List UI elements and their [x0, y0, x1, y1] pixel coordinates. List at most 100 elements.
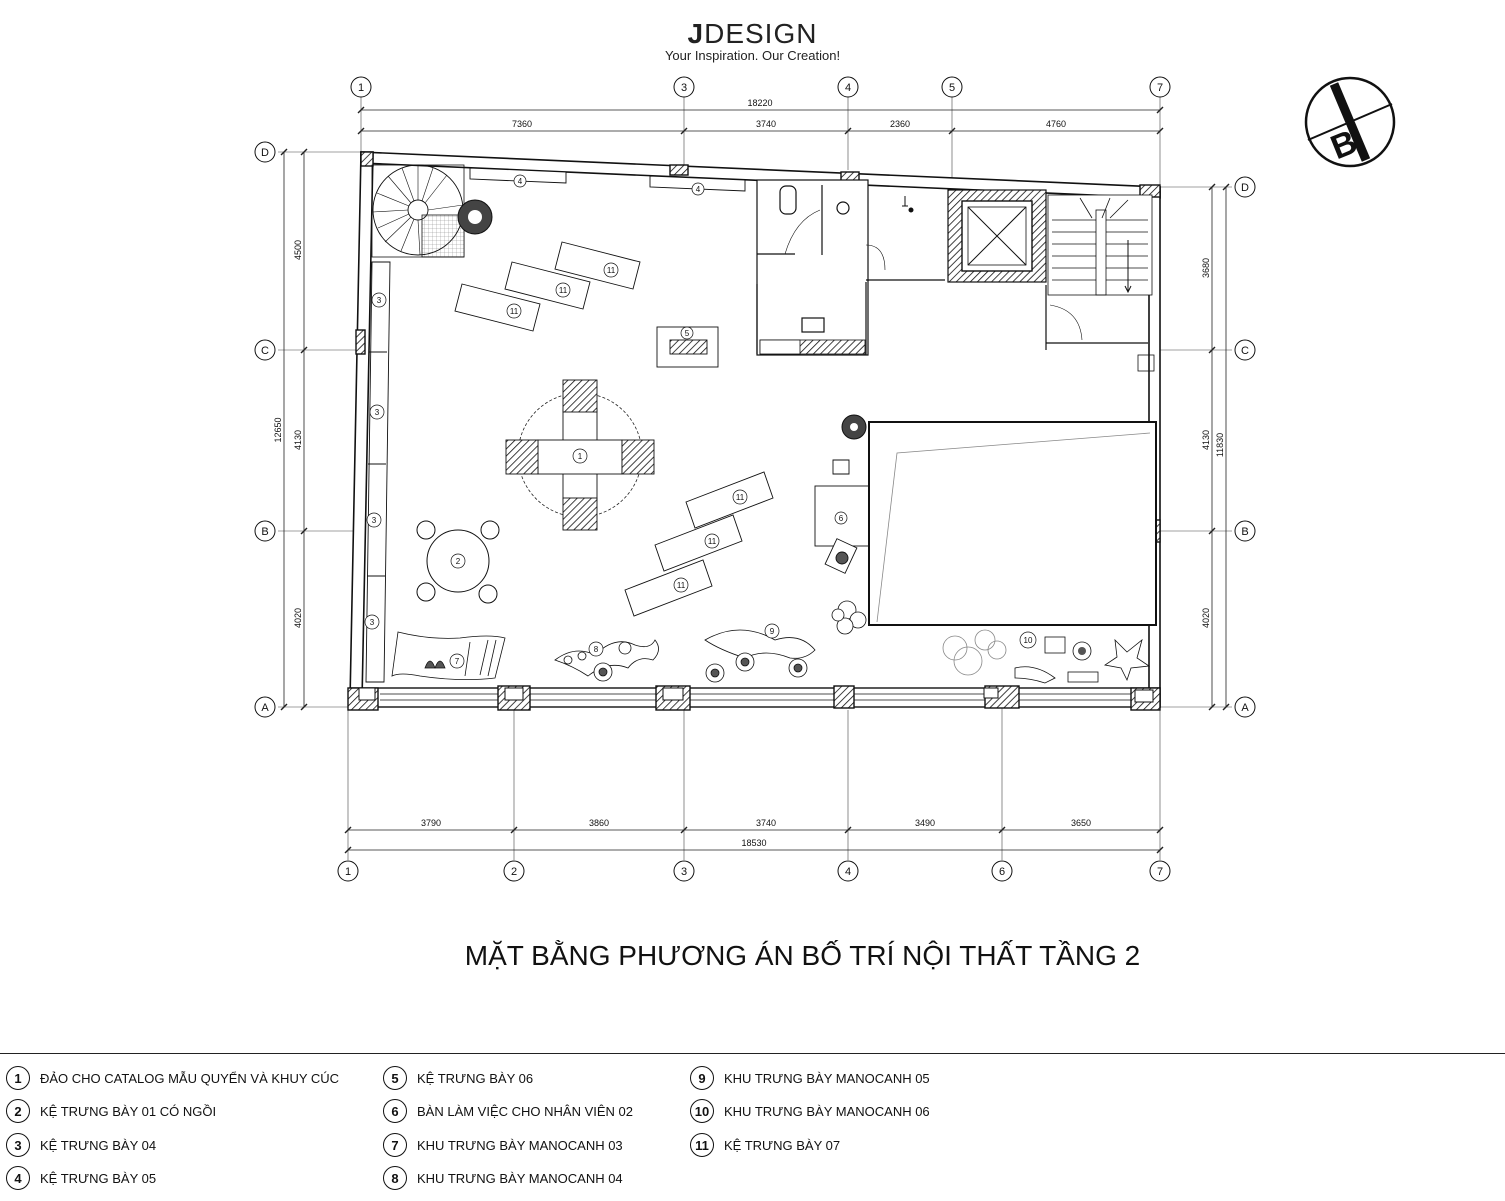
- tag-4: 4: [513, 174, 527, 188]
- mannequin-zone-03: [391, 631, 506, 680]
- svg-text:11: 11: [559, 286, 568, 295]
- svg-text:4: 4: [845, 82, 851, 94]
- axis-bubble-left-a: A: [254, 696, 276, 718]
- axis-bubble-right-b: B: [1234, 520, 1256, 542]
- legend-text: KỆ TRƯNG BÀY 04: [40, 1137, 157, 1153]
- dim-bottom-total: 18530: [741, 838, 766, 848]
- logo-wordmark: JDESIGN: [600, 18, 905, 50]
- dim-bottom-5: 3650: [1071, 818, 1091, 828]
- tag-8: 8: [588, 641, 604, 657]
- legend-text: KHU TRƯNG BÀY MANOCANH 04: [417, 1170, 623, 1186]
- catalog-island: [505, 379, 655, 531]
- dimension-labels: 18220 7360 3740 2360 4760 3790 3860 3740…: [273, 98, 1225, 848]
- dim-top-1: 7360: [512, 119, 532, 129]
- tag-11: 11: [555, 282, 571, 298]
- display-shelf-04: [365, 261, 391, 683]
- axis-bubble-top-3: 3: [673, 76, 695, 98]
- svg-text:11: 11: [736, 493, 745, 502]
- restroom-fixture-icon: [902, 196, 914, 213]
- legend-text: KHU TRƯNG BÀY MANOCANH 06: [724, 1103, 930, 1119]
- legend-number: 4: [6, 1166, 30, 1190]
- axis-bubble-top-7: 7: [1149, 76, 1171, 98]
- svg-text:4: 4: [845, 866, 851, 878]
- tag-11: 11: [603, 262, 619, 278]
- display-shelf-07-group-top: [454, 241, 641, 332]
- dim-right-1: 3680: [1201, 258, 1211, 278]
- potted-plant-icon: [457, 199, 493, 235]
- tag-3: 3: [371, 292, 387, 308]
- legend-item: 9 KHU TRƯNG BÀY MANOCANH 05: [690, 1065, 930, 1091]
- axis-bubble-right-a: A: [1234, 696, 1256, 718]
- mannequin-zone-06: [942, 629, 1151, 684]
- legend-text: KHU TRƯNG BÀY MANOCANH 03: [417, 1137, 623, 1153]
- tag-11: 11: [506, 303, 522, 319]
- tag-1: 1: [572, 448, 588, 464]
- svg-text:C: C: [261, 345, 269, 357]
- svg-text:7: 7: [455, 657, 460, 666]
- legend-text: KHU TRƯNG BÀY MANOCANH 05: [724, 1070, 930, 1086]
- floor-plan-drawing: 18220 7360 3740 2360 4760 3790 3860 3740…: [254, 76, 1396, 882]
- axis-bubble-top-5: 5: [941, 76, 963, 98]
- axis-bubble-right-c: C: [1234, 339, 1256, 361]
- dim-right-2: 4130: [1201, 430, 1211, 450]
- svg-text:3: 3: [377, 296, 382, 305]
- tag-3: 3: [364, 614, 380, 630]
- svg-text:3: 3: [681, 866, 687, 878]
- decorative-plant-icon: [831, 600, 867, 635]
- dim-top-total: 18220: [747, 98, 772, 108]
- svg-text:3: 3: [681, 82, 687, 94]
- tag-5: 5: [680, 326, 694, 340]
- legend-number: 5: [383, 1066, 407, 1090]
- legend-text: KỆ TRƯNG BÀY 05: [40, 1170, 157, 1186]
- svg-text:3: 3: [375, 408, 380, 417]
- dim-right-3: 4020: [1201, 608, 1211, 628]
- dim-top-2: 3740: [756, 119, 776, 129]
- svg-text:7: 7: [1157, 82, 1163, 94]
- restroom-area: [756, 179, 945, 356]
- main-staircase: [1045, 194, 1155, 372]
- tag-11: 11: [732, 489, 748, 505]
- svg-text:5: 5: [949, 82, 955, 94]
- display-shelf-07-group-middle: [624, 471, 774, 617]
- tag-7: 7: [449, 653, 465, 669]
- tag-9: 9: [764, 623, 780, 639]
- dim-left-total: 12650: [273, 417, 283, 442]
- svg-text:7: 7: [1157, 866, 1163, 878]
- svg-text:A: A: [261, 702, 269, 714]
- staff-desk: [814, 459, 870, 574]
- axis-lines: [278, 97, 1232, 860]
- axis-bubble-left-c: C: [254, 339, 276, 361]
- dim-left-3: 4020: [293, 608, 303, 628]
- legend-number: 9: [690, 1066, 714, 1090]
- legend-item: 10 KHU TRƯNG BÀY MANOCANH 06: [690, 1098, 930, 1124]
- north-arrow-icon: B: [1304, 76, 1396, 168]
- legend-number: 10: [690, 1099, 714, 1123]
- svg-text:6: 6: [839, 514, 844, 523]
- elevator-shaft: [947, 189, 1047, 283]
- axis-bubble-right-d: D: [1234, 176, 1256, 198]
- tag-11: 11: [704, 533, 720, 549]
- svg-text:1: 1: [578, 452, 583, 461]
- axis-bubbles: 1 3 4 5 7 1 2 3 4 6 7 D C B A D C B A: [254, 76, 1256, 882]
- svg-text:4: 4: [696, 185, 701, 194]
- legend-number: 3: [6, 1133, 30, 1157]
- logo-tagline: Your Inspiration. Our Creation!: [664, 48, 841, 63]
- axis-bubble-top-1: 1: [350, 76, 372, 98]
- tag-11: 11: [673, 577, 689, 593]
- axis-bubble-left-d: D: [254, 141, 276, 163]
- tag-3: 3: [366, 512, 382, 528]
- tag-2: 2: [450, 553, 466, 569]
- dim-bottom-1: 3790: [421, 818, 441, 828]
- svg-text:D: D: [1241, 182, 1249, 194]
- svg-text:3: 3: [370, 618, 375, 627]
- axis-bubble-bottom-1: 1: [337, 860, 359, 882]
- legend-text: ĐẢO CHO CATALOG MẪU QUYỂN VÀ KHUY CÚC: [40, 1070, 340, 1086]
- svg-text:11: 11: [607, 266, 616, 275]
- axis-bubble-bottom-3: 3: [673, 860, 695, 882]
- svg-text:2: 2: [511, 866, 517, 878]
